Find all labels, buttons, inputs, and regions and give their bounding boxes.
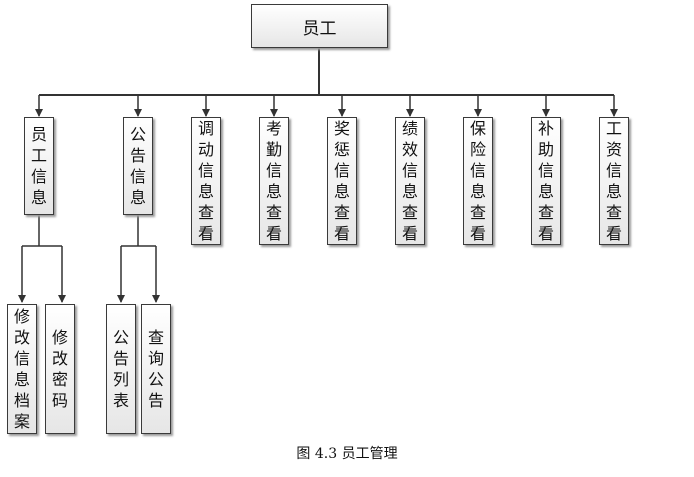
node-label: 工资信息查看 <box>605 119 622 243</box>
node-change-password: 修改密码 <box>45 304 75 434</box>
node-attendance-view: 考勤信息查看 <box>259 117 289 245</box>
root-node-employee: 员工 <box>251 4 388 48</box>
node-salary-view: 工资信息查看 <box>599 117 629 245</box>
node-edit-profile: 修改信息档案 <box>7 304 37 434</box>
node-employee-info: 员工信息 <box>24 117 54 215</box>
node-label: 调动信息查看 <box>197 119 214 243</box>
node-label: 修改信息档案 <box>13 307 30 431</box>
node-label: 补助信息查看 <box>537 119 554 243</box>
node-notice-list: 公告列表 <box>106 304 136 434</box>
figure-caption: 图 4.3 员工管理 <box>296 446 398 462</box>
node-reward-punishment-view: 奖惩信息查看 <box>327 117 357 245</box>
node-performance-view: 绩效信息查看 <box>395 117 425 245</box>
node-label: 公告信息 <box>129 125 146 207</box>
node-subsidy-view: 补助信息查看 <box>531 117 561 245</box>
node-transfer-view: 调动信息查看 <box>191 117 221 245</box>
node-label: 查询公告 <box>147 328 164 410</box>
node-label: 公告列表 <box>112 328 129 410</box>
level1-arrows <box>35 95 618 117</box>
node-notice-info: 公告信息 <box>123 117 153 215</box>
node-label: 考勤信息查看 <box>265 119 282 243</box>
node-insurance-view: 保险信息查看 <box>463 117 493 245</box>
employee-info-branch <box>18 215 66 303</box>
node-label: 奖惩信息查看 <box>333 119 350 243</box>
root-label: 员工 <box>302 18 337 39</box>
node-label: 员工信息 <box>30 125 47 207</box>
notice-info-branch <box>117 215 160 303</box>
node-label: 修改密码 <box>51 328 68 410</box>
node-search-notice: 查询公告 <box>141 304 171 434</box>
node-label: 绩效信息查看 <box>401 119 418 243</box>
node-label: 保险信息查看 <box>469 119 486 243</box>
